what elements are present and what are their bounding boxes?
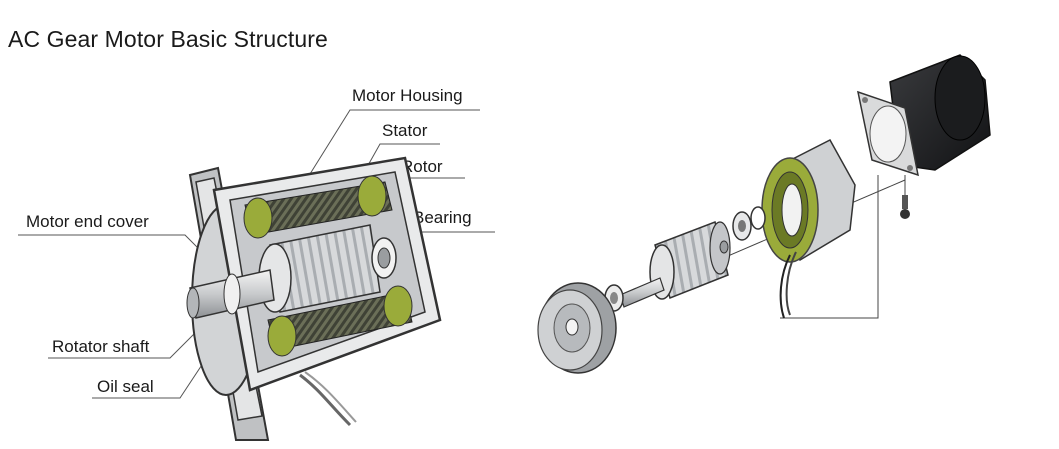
diagram-title: AC Gear Motor Basic Structure	[8, 26, 328, 52]
bearing-part	[732, 206, 766, 241]
label-motor-housing: Motor Housing	[352, 86, 463, 105]
rotor-part	[619, 220, 731, 308]
motor-body	[857, 54, 991, 219]
label-bearing: Bearing	[413, 208, 472, 227]
label-oil-seal: Oil seal	[97, 377, 154, 396]
label-stator: Stator	[382, 121, 428, 140]
stator-part	[761, 139, 856, 319]
end-cover-disc	[537, 282, 617, 374]
label-rotor: Rotor	[401, 157, 443, 176]
label-motor-end-cover: Motor end cover	[26, 212, 149, 231]
cutaway-motor	[186, 156, 442, 441]
label-rotator-shaft: Rotator shaft	[52, 337, 150, 356]
